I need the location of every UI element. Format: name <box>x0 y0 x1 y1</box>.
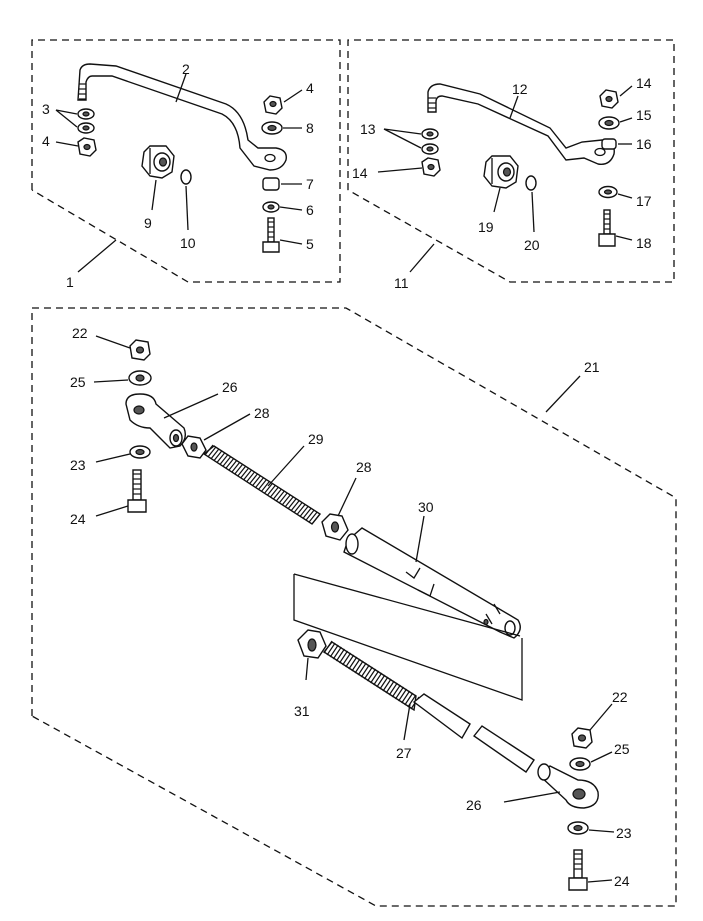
nut-31 <box>297 629 327 659</box>
callout-28-upper: 28 <box>254 405 270 421</box>
callout-25-bottom: 25 <box>614 741 630 757</box>
link-rod-12 <box>427 83 615 165</box>
nut-19 <box>483 155 519 189</box>
callout-22-bottom: 22 <box>612 689 628 705</box>
callout-8: 8 <box>306 120 314 136</box>
callout-4-right: 4 <box>306 80 314 96</box>
callout-3: 3 <box>42 101 50 117</box>
callout-28-lower: 28 <box>356 459 372 475</box>
callout-13: 13 <box>360 121 376 137</box>
o-ring-10 <box>180 169 192 185</box>
callout-7: 7 <box>306 176 314 192</box>
callout-23-bottom: 23 <box>616 825 632 841</box>
group-21-boundary <box>31 307 677 907</box>
group-21: 21 22 25 26 23 <box>31 307 677 907</box>
bolt-24-top <box>127 469 147 513</box>
group-1-label: 1 <box>66 274 74 290</box>
tube-30 <box>343 527 521 639</box>
callout-12: 12 <box>512 81 528 97</box>
callout-14-right: 14 <box>636 75 652 91</box>
bolt-5 <box>262 217 280 253</box>
callout-16: 16 <box>636 136 652 152</box>
o-ring-20 <box>525 175 537 191</box>
group-21-label: 21 <box>584 359 600 375</box>
group-1-boundary <box>31 39 341 283</box>
callout-26-top: 26 <box>222 379 238 395</box>
bushing-7 <box>262 177 280 191</box>
callout-27: 27 <box>396 745 412 761</box>
nut-28-lower <box>321 513 349 541</box>
callout-26-bottom: 26 <box>466 797 482 813</box>
group-11: 11 12 13 14 14 15 <box>347 39 675 291</box>
callout-22-top: 22 <box>72 325 88 341</box>
threaded-rod-27 <box>322 640 535 773</box>
callout-29: 29 <box>308 431 324 447</box>
group-11-label: 11 <box>394 275 409 291</box>
callout-19: 19 <box>478 219 494 235</box>
callout-10: 10 <box>180 235 196 251</box>
tie-rod-end-26-bottom <box>537 763 599 809</box>
group-1: 1 2 3 4 4 8 <box>31 39 341 290</box>
callout-31: 31 <box>294 703 310 719</box>
callout-24-top: 24 <box>70 511 86 527</box>
callout-2: 2 <box>182 61 190 77</box>
callout-6: 6 <box>306 202 314 218</box>
assembly-bracket <box>293 574 523 701</box>
threaded-rod-29 <box>202 444 322 525</box>
callout-18: 18 <box>636 235 652 251</box>
group-11-boundary <box>347 39 675 283</box>
callout-14-left: 14 <box>352 165 368 181</box>
nut-28-upper <box>181 435 207 459</box>
link-rod-2 <box>77 63 287 171</box>
callout-9: 9 <box>144 215 152 231</box>
callout-4-left: 4 <box>42 133 50 149</box>
callout-15: 15 <box>636 107 652 123</box>
callout-5: 5 <box>306 236 314 252</box>
callout-25-top: 25 <box>70 374 86 390</box>
callout-23-top: 23 <box>70 457 86 473</box>
bolt-24-bottom <box>568 849 588 891</box>
callout-24-bottom: 24 <box>614 873 630 889</box>
nut-9 <box>141 145 175 179</box>
bushing-16 <box>601 138 617 150</box>
callout-17: 17 <box>636 193 652 209</box>
tie-rod-end-26-top <box>125 393 187 449</box>
callout-30: 30 <box>418 499 434 515</box>
bolt-18 <box>598 209 616 247</box>
callout-20: 20 <box>524 237 540 253</box>
